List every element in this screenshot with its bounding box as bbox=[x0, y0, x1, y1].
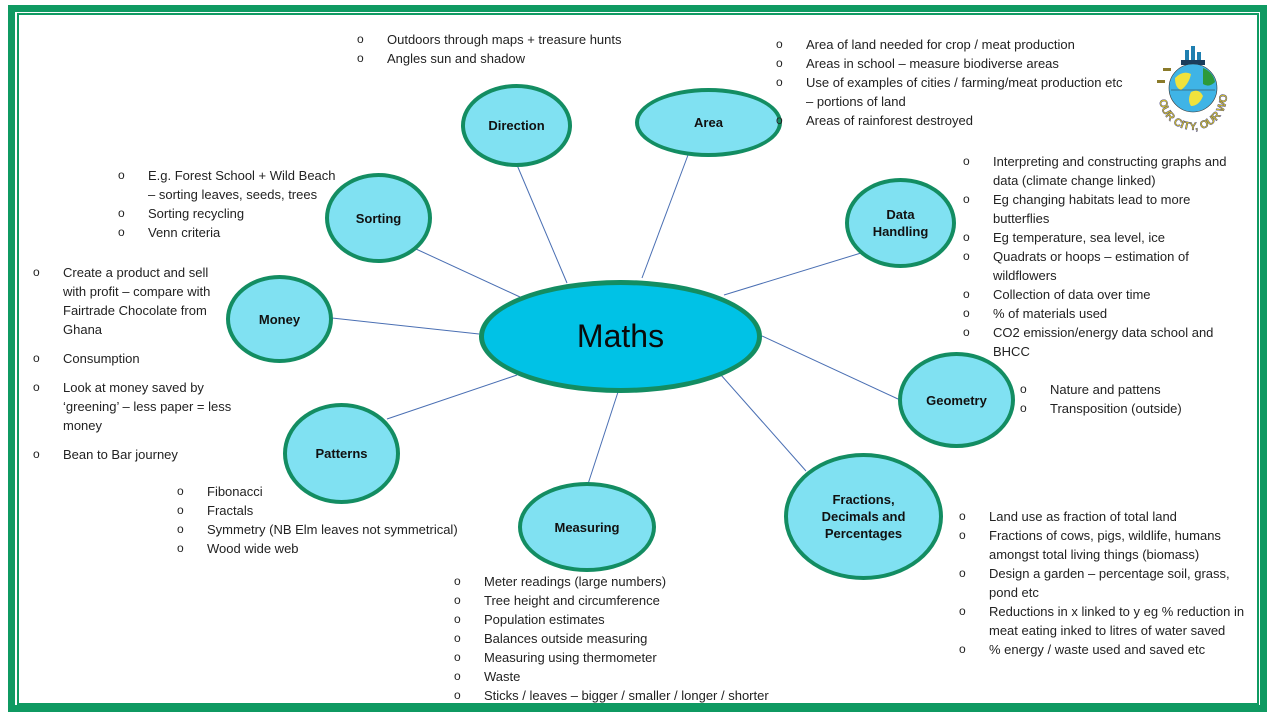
note-item: Collection of data over time bbox=[963, 285, 1248, 304]
notes-direction: Outdoors through maps + treasure hunts A… bbox=[357, 30, 677, 68]
node-fractions-label: Fractions, Decimals and Percentages bbox=[821, 492, 906, 541]
node-money-label: Money bbox=[258, 311, 301, 327]
note-item: Waste bbox=[454, 667, 804, 686]
link-geometry bbox=[761, 335, 899, 400]
link-data-handling bbox=[723, 252, 862, 296]
note-item: Land use as fraction of total land bbox=[959, 507, 1249, 526]
node-measuring-label: Measuring bbox=[554, 519, 620, 535]
note-item: Sticks / leaves – bigger / smaller / lon… bbox=[454, 686, 804, 705]
node-fractions-decimals-percentages: Fractions, Decimals and Percentages bbox=[784, 453, 943, 580]
notes-geometry: Nature and pattens Transposition (outsid… bbox=[1020, 380, 1220, 418]
notes-data-handling: Interpreting and constructing graphs and… bbox=[963, 152, 1248, 361]
note-item: Transposition (outside) bbox=[1020, 399, 1220, 418]
note-item: Fractals bbox=[177, 501, 497, 520]
note-item: Reductions in x linked to y eg % reducti… bbox=[959, 602, 1249, 640]
note-item: Use of examples of cities / farming/meat… bbox=[776, 73, 1126, 111]
node-direction: Direction bbox=[461, 84, 572, 167]
city-skyline-icon bbox=[1181, 46, 1205, 65]
link-patterns bbox=[386, 374, 518, 420]
note-item: Tree height and circumference bbox=[454, 591, 804, 610]
node-measuring: Measuring bbox=[518, 482, 656, 572]
note-item: Interpreting and constructing graphs and… bbox=[963, 152, 1248, 190]
note-item: Eg changing habitats lead to more butter… bbox=[963, 190, 1248, 228]
node-money: Money bbox=[226, 275, 333, 363]
note-item: Quadrats or hoops – estimation of wildfl… bbox=[963, 247, 1248, 285]
note-item: Area of land needed for crop / meat prod… bbox=[776, 35, 1126, 54]
note-item: % of materials used bbox=[963, 304, 1248, 323]
link-area bbox=[641, 154, 689, 279]
note-item: Population estimates bbox=[454, 610, 804, 629]
node-geometry-label: Geometry bbox=[926, 392, 987, 408]
note-item: Areas in school – measure biodiverse are… bbox=[776, 54, 1126, 73]
note-item: Consumption bbox=[33, 349, 233, 368]
note-item: Nature and pattens bbox=[1020, 380, 1220, 399]
central-topic-maths: Maths bbox=[479, 280, 762, 393]
note-item: Areas of rainforest destroyed bbox=[776, 111, 1126, 130]
note-item: Design a garden – percentage soil, grass… bbox=[959, 564, 1249, 602]
note-item: Fractions of cows, pigs, wildlife, human… bbox=[959, 526, 1249, 564]
outer-frame-border bbox=[8, 5, 1267, 712]
node-patterns-label: Patterns bbox=[315, 446, 368, 461]
note-item: Measuring using thermometer bbox=[454, 648, 804, 667]
note-item: Bean to Bar journey bbox=[33, 445, 233, 464]
note-item: E.g. Forest School + Wild Beach – sortin… bbox=[118, 166, 343, 204]
notes-money: Create a product and sell with profit – … bbox=[33, 263, 233, 474]
node-area: Area bbox=[635, 88, 782, 157]
note-item: Angles sun and shadow bbox=[357, 49, 677, 68]
note-item: CO2 emission/energy data school and BHCC bbox=[963, 323, 1248, 361]
note-item: Wood wide web bbox=[177, 539, 497, 558]
note-item: Look at money saved by ‘greening’ – less… bbox=[33, 378, 233, 435]
note-item: Outdoors through maps + treasure hunts bbox=[357, 30, 677, 49]
note-item: Sorting recycling bbox=[118, 204, 343, 223]
notes-area: Area of land needed for crop / meat prod… bbox=[776, 35, 1126, 130]
notes-measuring: Meter readings (large numbers) Tree heig… bbox=[454, 572, 804, 705]
node-direction-label: Direction bbox=[488, 118, 545, 133]
node-area-label: Area bbox=[694, 115, 723, 130]
note-item: Symmetry (NB Elm leaves not symmetrical) bbox=[177, 520, 497, 539]
note-item: Fibonacci bbox=[177, 482, 497, 501]
tree-icon bbox=[1157, 68, 1171, 83]
note-item: Eg temperature, sea level, ice bbox=[963, 228, 1248, 247]
link-measuring bbox=[587, 391, 619, 485]
note-item: Balances outside measuring bbox=[454, 629, 804, 648]
node-data-handling-label: Data Handling bbox=[872, 207, 929, 239]
notes-patterns: Fibonacci Fractals Symmetry (NB Elm leav… bbox=[177, 482, 497, 558]
our-city-our-world-globe-logo: OUR CITY, OUR WORLD bbox=[1147, 44, 1230, 133]
link-fractions bbox=[720, 374, 807, 472]
link-sorting bbox=[415, 248, 521, 298]
link-money bbox=[331, 317, 480, 335]
note-item: Meter readings (large numbers) bbox=[454, 572, 804, 591]
notes-fractions: Land use as fraction of total land Fract… bbox=[959, 507, 1249, 659]
note-item: Venn criteria bbox=[118, 223, 343, 242]
note-item: % energy / waste used and saved etc bbox=[959, 640, 1249, 659]
node-geometry: Geometry bbox=[898, 352, 1015, 448]
node-sorting-label: Sorting bbox=[355, 210, 402, 226]
link-direction bbox=[516, 164, 568, 284]
note-item: Create a product and sell with profit – … bbox=[33, 263, 233, 339]
notes-sorting: E.g. Forest School + Wild Beach – sortin… bbox=[118, 166, 343, 242]
central-topic-label: Maths bbox=[576, 318, 665, 354]
node-data-handling: Data Handling bbox=[845, 178, 956, 268]
